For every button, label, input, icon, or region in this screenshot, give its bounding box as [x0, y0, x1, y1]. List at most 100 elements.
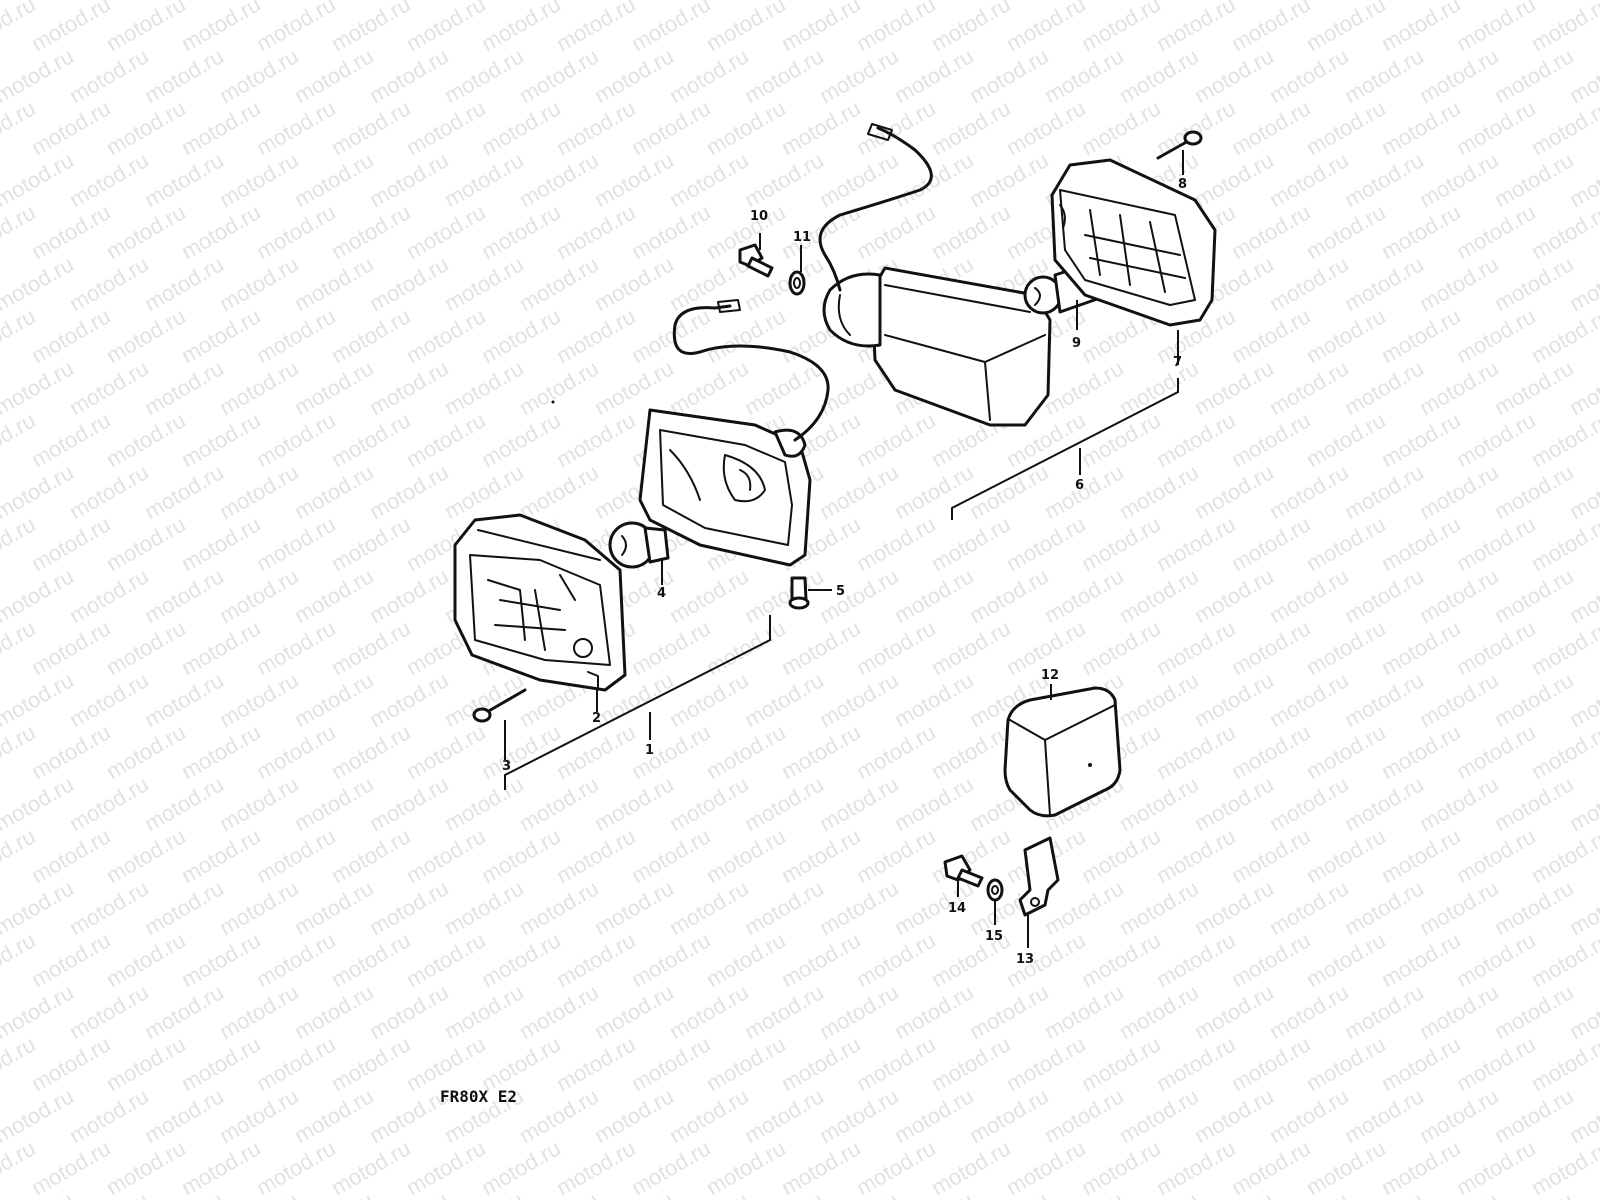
watermark-text: motod.ru [102, 511, 190, 576]
watermark-text: motod.ru [290, 563, 378, 628]
watermark-text: motod.ru [515, 1083, 603, 1148]
watermark-text: motod.ru [1490, 771, 1578, 836]
watermark-text: motod.ru [1340, 667, 1428, 732]
watermark-text: motod.ru [440, 43, 528, 108]
watermark-text: motod.ru [1040, 979, 1128, 1044]
watermark-text: motod.ru [65, 563, 153, 628]
watermark-text: motod.ru [627, 0, 715, 56]
watermark-text: motod.ru [1190, 355, 1278, 420]
lens-left [453, 513, 627, 692]
watermark-text: motod.ru [815, 1083, 903, 1148]
lens-right [1050, 158, 1217, 327]
watermark-text: motod.ru [27, 511, 115, 576]
watermark-text: motod.ru [852, 407, 940, 472]
watermark-text: motod.ru [515, 147, 603, 212]
watermark-text: motod.ru [927, 615, 1015, 680]
watermark-text: motod.ru [1340, 147, 1428, 212]
watermark-text: motod.ru [140, 1083, 228, 1148]
watermark-text: motod.ru [740, 563, 828, 628]
watermark-text: motod.ru [852, 199, 940, 264]
watermark-text: motod.ru [1227, 0, 1315, 56]
watermark-text: motod.ru [327, 95, 415, 160]
watermark-text: motod.ru [252, 303, 340, 368]
watermark-text: motod.ru [1377, 1031, 1465, 1096]
watermark-text: motod.ru [965, 563, 1053, 628]
watermark-text: motod.ru [290, 355, 378, 420]
watermark-text: motod.ru [590, 251, 678, 316]
watermark-text: motod.ru [1452, 0, 1540, 56]
watermark-text: motod.ru [1190, 563, 1278, 628]
watermark-text: motod.ru [365, 875, 453, 940]
watermark-text: motod.ru [27, 719, 115, 784]
watermark-text: motod.ru [252, 927, 340, 992]
watermark-text: motod.ru [102, 1135, 190, 1200]
callout-5: 5 [836, 584, 845, 599]
watermark-text: motod.ru [665, 355, 753, 420]
watermark-text: motod.ru [1115, 667, 1203, 732]
watermark-text: motod.ru [1040, 563, 1128, 628]
watermark-text: motod.ru [290, 459, 378, 524]
watermark-text: motod.ru [1227, 1135, 1315, 1200]
watermark-text: motod.ru [65, 355, 153, 420]
watermark-text: motod.ru [1227, 407, 1315, 472]
watermark-text: motod.ru [1265, 875, 1353, 940]
watermark-text: motod.ru [777, 615, 865, 680]
wire-right [818, 126, 933, 292]
watermark-text: motod.ru [1340, 43, 1428, 108]
watermark-text: motod.ru [140, 355, 228, 420]
watermark-text: motod.ru [1227, 719, 1315, 784]
watermark-text: motod.ru [627, 615, 715, 680]
watermark-text: motod.ru [1340, 979, 1428, 1044]
watermark-text: motod.ru [1077, 927, 1165, 992]
watermark-text: motod.ru [927, 1031, 1015, 1096]
watermark-text: motod.ru [1040, 355, 1128, 420]
watermark-text: motod.ru [777, 823, 865, 888]
watermark-text: motod.ru [402, 1135, 490, 1200]
watermark-text: motod.ru [327, 303, 415, 368]
watermark-text: motod.ru [102, 1031, 190, 1096]
watermark-text: motod.ru [777, 95, 865, 160]
watermark-text: motod.ru [1302, 0, 1390, 56]
watermark-text: motod.ru [1490, 667, 1578, 732]
watermark-text: motod.ru [27, 927, 115, 992]
watermark-text: motod.ru [1490, 875, 1578, 940]
watermark-text: motod.ru [1077, 615, 1165, 680]
watermark-text: motod.ru [1302, 199, 1390, 264]
watermark-text: motod.ru [140, 251, 228, 316]
watermark-text: motod.ru [1302, 1031, 1390, 1096]
watermark-text: motod.ru [1415, 251, 1503, 316]
watermark-text: motod.ru [1377, 0, 1465, 56]
watermark-text: motod.ru [477, 199, 565, 264]
watermark-text: motod.ru [590, 979, 678, 1044]
watermark-text: motod.ru [1152, 719, 1240, 784]
watermark-text: motod.ru [365, 459, 453, 524]
watermark-text: motod.ru [852, 719, 940, 784]
watermark-text: motod.ru [515, 979, 603, 1044]
watermark-text: motod.ru [27, 95, 115, 160]
watermark-text: motod.ru [1452, 407, 1540, 472]
watermark-text: motod.ru [515, 459, 603, 524]
watermark-text: motod.ru [402, 95, 490, 160]
watermark-text: motod.ru [477, 1135, 565, 1200]
watermark-text: motod.ru [365, 563, 453, 628]
watermark-text: motod.ru [1340, 251, 1428, 316]
watermark-text: motod.ru [252, 1135, 340, 1200]
watermark-text: motod.ru [1340, 771, 1428, 836]
watermark-text: motod.ru [1002, 0, 1090, 56]
watermark-text: motod.ru [215, 459, 303, 524]
callout-10: 10 [750, 209, 768, 224]
watermark-text: motod.ru [1265, 251, 1353, 316]
watermark-text: motod.ru [1302, 511, 1390, 576]
watermark-text: motod.ru [1302, 615, 1390, 680]
watermark-text: motod.ru [1302, 407, 1390, 472]
watermark-text: motod.ru [1227, 303, 1315, 368]
watermark-text: motod.ru [1415, 355, 1503, 420]
watermark-text: motod.ru [665, 667, 753, 732]
watermark-text: motod.ru [740, 875, 828, 940]
watermark-text: motod.ru [65, 43, 153, 108]
watermark-text: motod.ru [102, 615, 190, 680]
callout-4: 4 [657, 586, 666, 601]
watermark-text: motod.ru [1415, 43, 1503, 108]
watermark-text: motod.ru [1452, 95, 1540, 160]
